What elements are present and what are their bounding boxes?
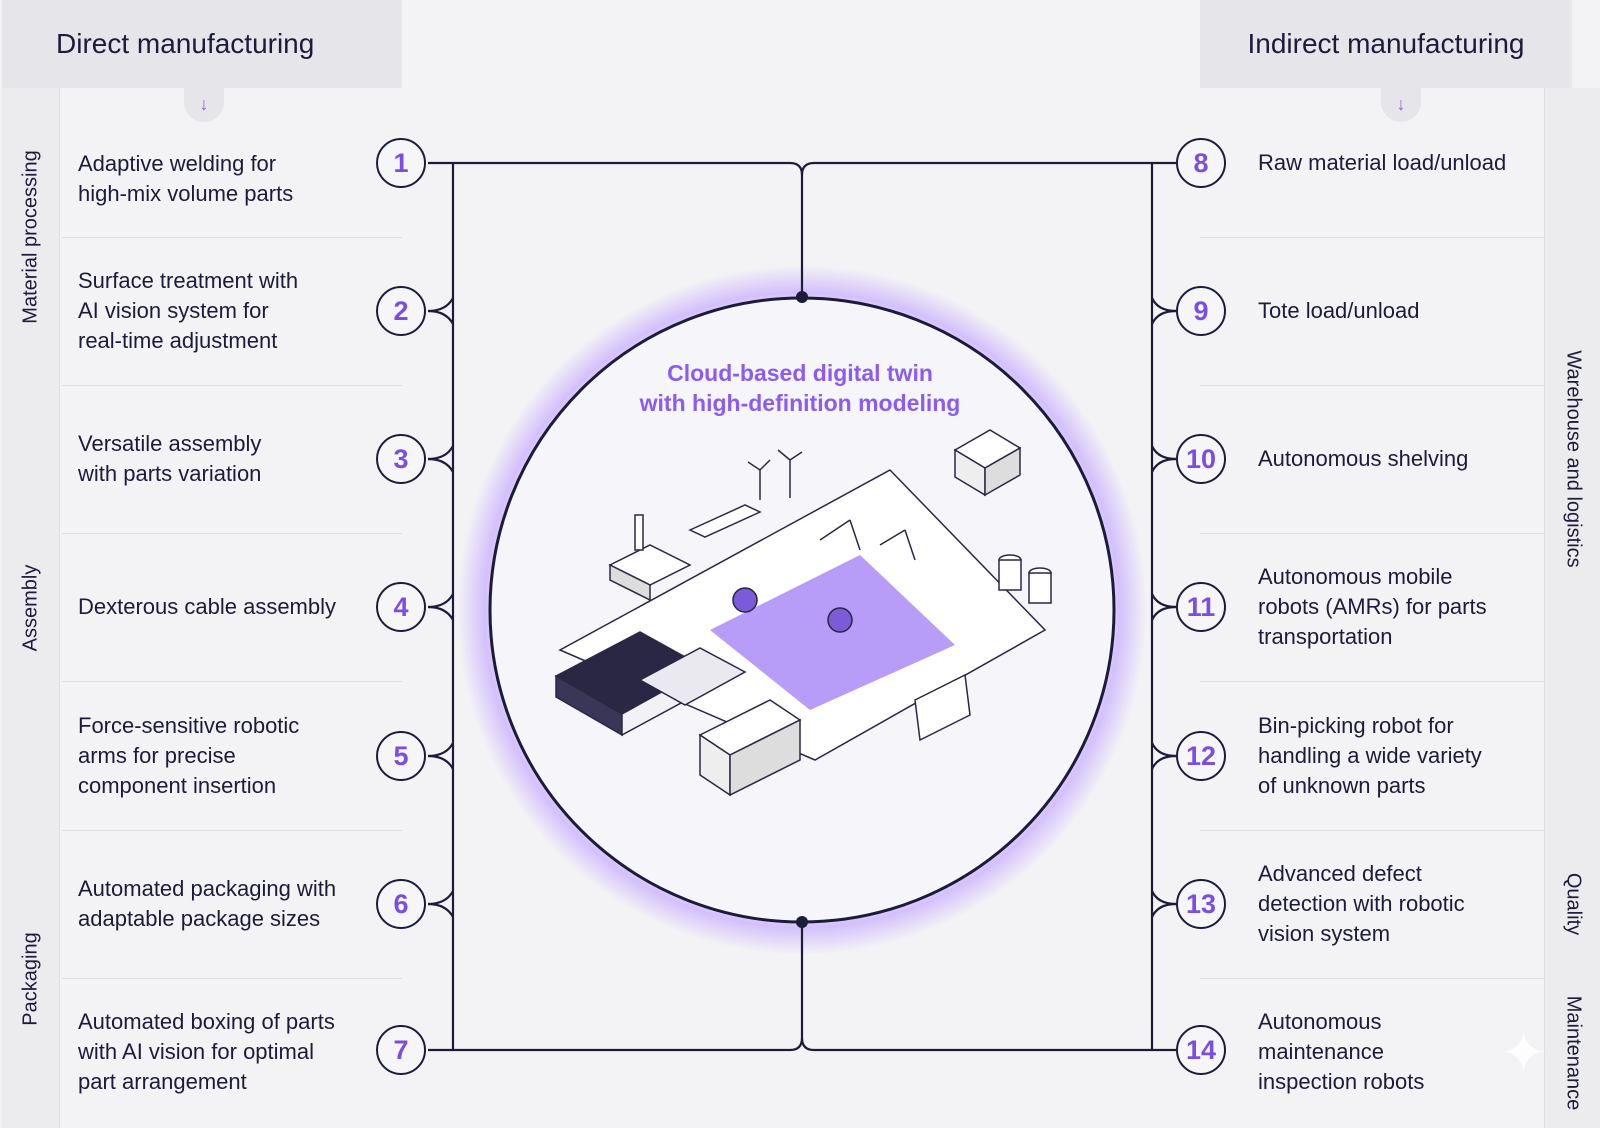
number-badge: 5 <box>376 731 426 781</box>
item-maintenance-robots: Autonomous maintenance inspection robots <box>1258 1009 1425 1094</box>
row-divider <box>1200 385 1544 386</box>
number-badge: 10 <box>1176 434 1226 484</box>
indirect-manufacturing-header: Indirect manufacturing <box>1200 0 1572 88</box>
row-divider <box>1200 830 1544 831</box>
category-maintenance: Maintenance <box>1544 978 1600 1128</box>
connector-lines <box>427 161 1177 1052</box>
row-divider <box>62 830 402 831</box>
factory-illustration-icon <box>554 429 1052 797</box>
arrow-down-icon: ↓ <box>184 86 224 122</box>
number-badge: 2 <box>376 286 426 336</box>
item-cable-assembly: Dexterous cable assembly <box>78 594 337 619</box>
number-badge: 9 <box>1176 286 1226 336</box>
number-badge: 6 <box>376 879 426 929</box>
row-divider <box>1200 978 1544 979</box>
item-autonomous-shelving: Autonomous shelving <box>1258 446 1469 471</box>
sparkle-icon: ✦ <box>1500 1021 1547 1084</box>
item-automated-boxing: Automated boxing of parts with AI vision… <box>78 1009 335 1094</box>
row-divider <box>62 681 402 682</box>
item-defect-detection: Advanced defect detection with robotic v… <box>1258 861 1465 946</box>
row-divider <box>1200 533 1544 534</box>
item-force-sensitive-arms: Force-sensitive robotic arms for precise… <box>78 713 300 798</box>
row-divider <box>62 385 402 386</box>
number-badge: 12 <box>1176 731 1226 781</box>
row-divider <box>1200 681 1544 682</box>
category-packaging: Packaging <box>2 830 60 1128</box>
direct-manufacturing-header: Direct manufacturing <box>2 0 402 88</box>
item-bin-picking: Bin-picking robot for handling a wide va… <box>1258 713 1482 798</box>
row-divider <box>62 978 402 979</box>
item-surface-treatment: Surface treatment with AI vision system … <box>78 268 299 353</box>
digital-twin-title: Cloud-based digital twin with high-defin… <box>639 360 961 416</box>
number-badge: 1 <box>376 138 426 188</box>
category-assembly: Assembly <box>2 385 60 830</box>
arrow-down-icon: ↓ <box>1381 86 1421 122</box>
row-divider <box>62 237 402 238</box>
row-divider <box>62 533 402 534</box>
item-automated-packaging: Automated packaging with adaptable packa… <box>78 876 337 931</box>
junction-dot <box>796 291 808 303</box>
row-divider <box>1200 237 1544 238</box>
item-amrs: Autonomous mobile robots (AMRs) for part… <box>1258 564 1487 649</box>
item-tote-load: Tote load/unload <box>1258 298 1420 323</box>
category-material-processing: Material processing <box>2 88 60 385</box>
number-badge: 13 <box>1176 879 1226 929</box>
number-badge: 4 <box>376 582 426 632</box>
item-raw-material: Raw material load/unload <box>1258 150 1507 175</box>
number-badge: 14 <box>1176 1025 1226 1075</box>
item-adaptive-welding: Adaptive welding for high-mix volume par… <box>78 151 294 206</box>
category-warehouse-logistics: Warehouse and logistics <box>1544 88 1600 830</box>
number-badge: 11 <box>1176 582 1226 632</box>
item-versatile-assembly: Versatile assembly with parts variation <box>78 431 262 486</box>
number-badge: 8 <box>1176 138 1226 188</box>
junction-dot <box>796 916 808 928</box>
category-quality: Quality <box>1544 830 1600 978</box>
number-badge: 7 <box>376 1025 426 1075</box>
number-badge: 3 <box>376 434 426 484</box>
